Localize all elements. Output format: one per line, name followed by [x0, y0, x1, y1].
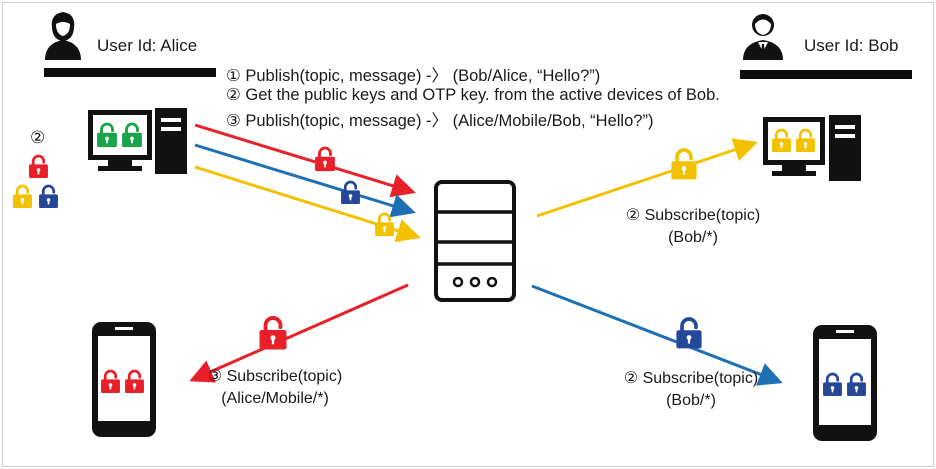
step-1-text: ① Publish(topic, message) -〉 (Bob/Alice,…	[226, 67, 601, 85]
bob-user-bar	[740, 70, 912, 79]
yellow-lock-icon	[670, 148, 698, 182]
subscribe-label-bob-mobile: ② Subscribe(topic) (Bob/*)	[606, 368, 776, 412]
subscribe-label-line1: ③ Subscribe(topic)	[207, 368, 343, 385]
red-lock-icon	[260, 318, 287, 350]
bob-user-label: User Id: Bob	[804, 36, 899, 55]
alice-user-label: User Id: Alice	[97, 36, 198, 55]
bob-mobile-icon	[813, 325, 877, 441]
subscribe-label-line1: ② Subscribe(topic)	[625, 207, 761, 224]
alice-user-bar	[44, 68, 216, 77]
alice-pc-icon	[88, 108, 187, 174]
publish-arrow-blue	[194, 143, 416, 218]
blue-lock-icon	[675, 317, 703, 351]
alice-mobile-icon	[92, 322, 156, 437]
bob-pc-icon	[763, 115, 861, 181]
subscribe-arrow-alice-mobile	[189, 283, 409, 383]
bob-user-icon	[743, 14, 783, 60]
server-icon	[434, 180, 516, 302]
subscribe-arrow-bob-mobile	[531, 284, 783, 386]
subscribe-label-alice-mobile: ③ Subscribe(topic) (Alice/Mobile/*)	[190, 366, 360, 410]
subscribe-label-line2: (Bob/*)	[666, 392, 716, 409]
subscribe-label-line2: (Bob/*)	[668, 229, 718, 246]
publish-arrow-red	[194, 123, 416, 198]
step-3-text: ③ Publish(topic, message) -〉 (Alice/Mobi…	[226, 112, 654, 130]
red-lock-icon	[314, 146, 336, 173]
subscribe-label-line1: ② Subscribe(topic)	[623, 370, 759, 387]
alice-keys-icon	[12, 154, 59, 210]
subscribe-label-bob-pc: ② Subscribe(topic) (Bob/*)	[608, 205, 778, 249]
yellow-lock-icon	[374, 212, 395, 238]
keys-badge: ②	[30, 128, 46, 147]
subscribe-label-line2: (Alice/Mobile/*)	[221, 390, 329, 407]
alice-user-icon	[45, 12, 81, 60]
blue-lock-icon	[340, 180, 361, 206]
subscribe-arrow-bob-pc	[536, 138, 758, 218]
step-2-text: ② Get the public keys and OTP key. from …	[226, 86, 720, 104]
